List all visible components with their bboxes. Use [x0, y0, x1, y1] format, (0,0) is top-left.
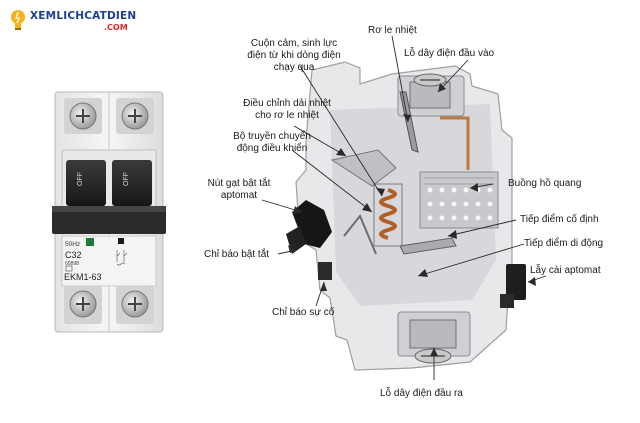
callout-thermal-relay: Rơ le nhiệt	[368, 25, 417, 36]
lightbulb-icon	[11, 10, 25, 30]
callout-arc-chamber: Buồng hồ quang	[508, 178, 582, 189]
off-label: OFF	[123, 172, 130, 186]
screw-icon	[121, 290, 149, 318]
off-label: OFF	[77, 172, 84, 186]
standard-label: 60898	[65, 261, 79, 267]
leader-line-thermal-relay	[391, 35, 409, 123]
leader-line-fixed-contact	[447, 219, 517, 237]
callout-output-terminal: Lỗ dây điện đầu ra	[380, 388, 463, 399]
brand-domain: .COM	[104, 23, 128, 32]
callout-thermal-adjust: Điều chỉnh dải nhiệt cho rơ le nhiệt	[243, 98, 331, 121]
screw-icon	[69, 290, 97, 318]
callout-fault-indicator: Chỉ báo sự cố	[272, 307, 335, 318]
callout-moving-contact: Tiếp điểm di động	[524, 238, 604, 249]
callout-input-terminal: Lỗ dây điện đầu vào	[404, 48, 495, 59]
callout-transmission: Bộ truyền chuyển động điều khiển	[233, 131, 311, 154]
screw-icon	[69, 102, 97, 130]
frequency-label: 50Hz	[65, 241, 80, 248]
circuit-symbol-icon	[116, 250, 128, 266]
status-indicator	[86, 238, 94, 246]
screw-icon	[413, 73, 447, 87]
callout-on-off-indicator: Chỉ báo bật tắt	[204, 249, 270, 260]
rating-label: C32	[65, 250, 82, 260]
callout-coil: Cuộn cảm, sinh lực điện từ khi dòng điện…	[247, 38, 341, 73]
callout-toggle: Nút gạt bật tắt aptomat	[207, 178, 271, 201]
brand-logo: XEMLICHCATDIEN .COM	[8, 10, 148, 40]
callout-din-latch: Lẫy cài aptomat	[530, 265, 601, 276]
leader-line-transmission	[291, 149, 373, 213]
leader-line-coil	[299, 65, 383, 197]
leader-line-moving-contact	[417, 243, 525, 277]
leader-line-thermal-adjust	[293, 125, 347, 157]
brand-name: XEMLICHCATDIEN	[30, 10, 137, 22]
model-label: EKM1-63	[64, 272, 102, 282]
callout-fixed-contact: Tiếp điểm cố định	[520, 214, 599, 225]
screw-icon	[121, 102, 149, 130]
